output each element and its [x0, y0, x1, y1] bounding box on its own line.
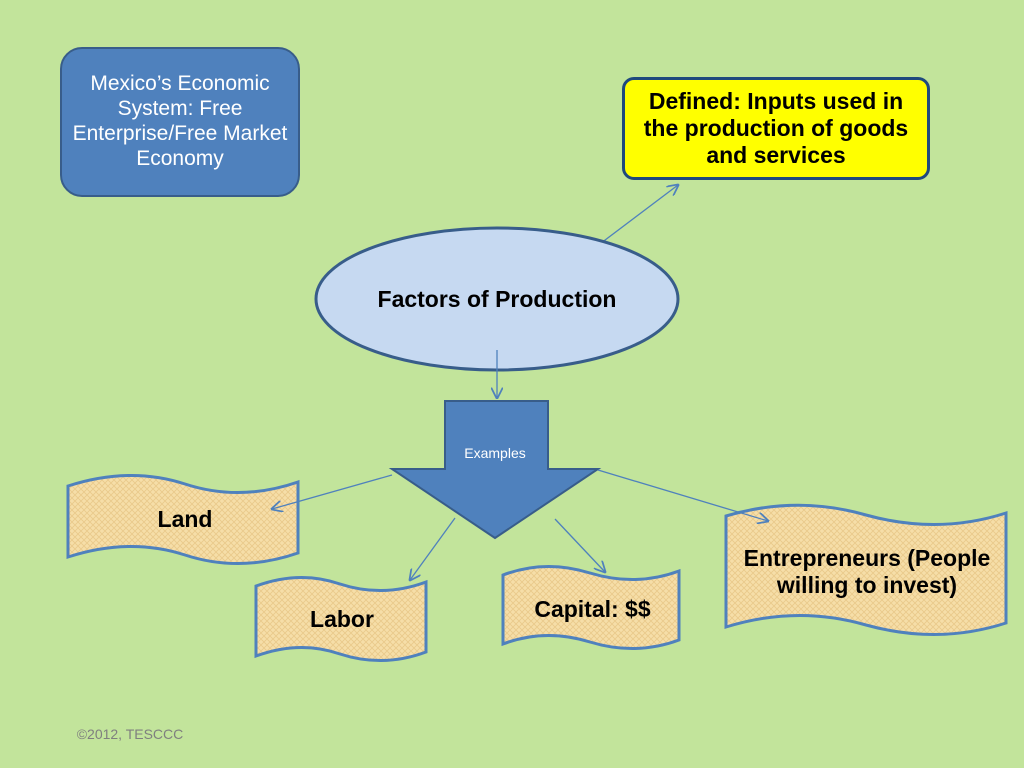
connector-to-labor	[410, 517, 456, 580]
capital-label: Capital: $$	[534, 596, 651, 623]
labor-banner	[254, 576, 428, 662]
examples-arrow	[388, 400, 602, 540]
labor-label: Labor	[310, 606, 374, 633]
connector-to-entrepreneurs	[597, 469, 768, 521]
land-label: Land	[157, 506, 213, 533]
copyright-footer: ©2012, TESCCC	[76, 725, 184, 742]
entrepreneurs-banner	[724, 503, 1008, 637]
definition-text: Defined: Inputs used in the production o…	[643, 87, 909, 169]
definition-box: Defined: Inputs used in the production o…	[622, 77, 930, 180]
land-banner	[66, 474, 300, 566]
connector-to-capital	[554, 518, 605, 572]
examples-label: Examples	[464, 444, 526, 461]
entrepreneurs-label: Entrepreneurs (People willing to invest)	[743, 544, 991, 598]
connector-to-land	[272, 474, 393, 509]
economic-system-text: Mexico’s Economic System: Free Enterpris…	[72, 72, 288, 170]
economic-system-box: Mexico’s Economic System: Free Enterpris…	[60, 47, 300, 197]
factors-of-production-label: Factors of Production	[377, 286, 617, 313]
capital-banner	[501, 565, 681, 650]
